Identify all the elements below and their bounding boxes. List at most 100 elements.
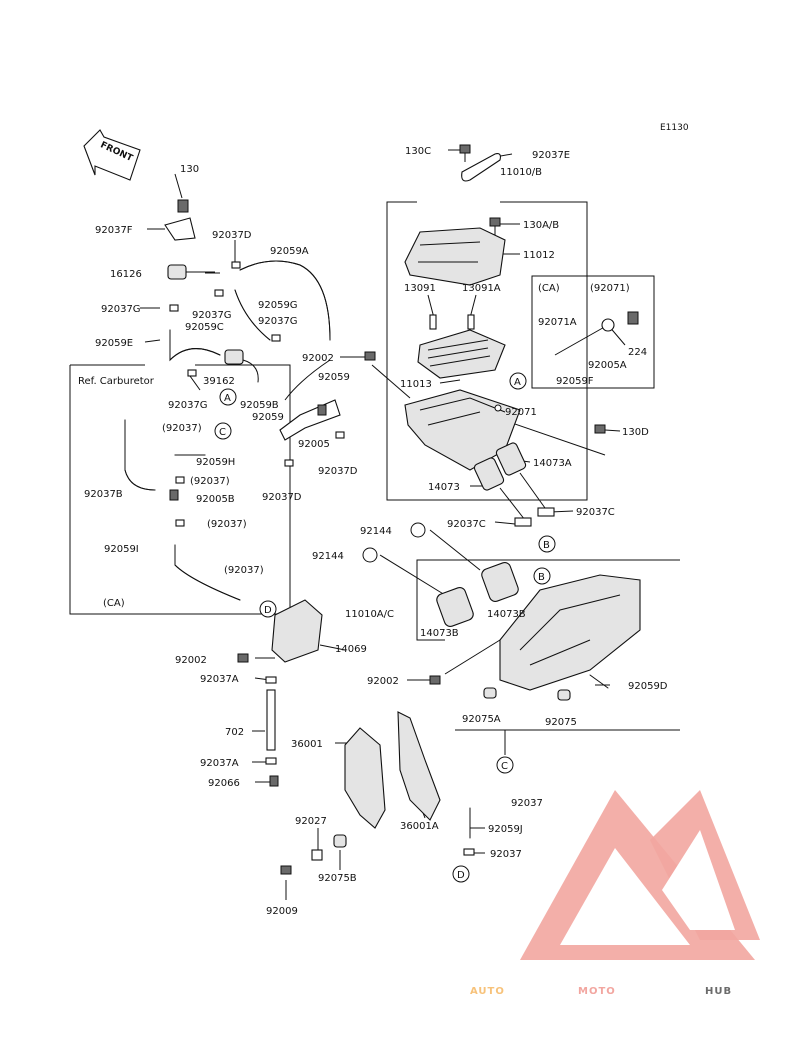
- label-92037g-d: 92037G: [168, 400, 208, 411]
- valve-92071a: [601, 318, 615, 332]
- label-36001: 36001: [291, 739, 323, 750]
- label-92037-p3: (92037): [207, 519, 247, 530]
- duct-14073: [473, 457, 505, 491]
- clip-92037g-c: [271, 334, 281, 342]
- label-92059d: 92059D: [628, 681, 668, 692]
- watermark-hub: HUB: [705, 986, 732, 997]
- label-14073b-a: 14073B: [487, 609, 526, 620]
- watermark-triangle-inner: [560, 848, 690, 945]
- air-cleaner-lower-bracket: [416, 559, 680, 641]
- label-92027: 92027: [295, 816, 327, 827]
- label-92037g-a: 92037G: [101, 304, 141, 315]
- clip-92037g-d: [187, 369, 197, 377]
- duct-14073a: [495, 442, 527, 476]
- marker-a-case: [509, 372, 527, 390]
- label-92037c-a: 92037C: [447, 519, 486, 530]
- reference-markers: A A B B C C D D: [214, 372, 556, 883]
- clamp-92037c-b: [537, 507, 555, 517]
- label-92037a-top: 92037A: [200, 674, 239, 685]
- bracket-14069: [271, 599, 323, 663]
- label-92037c-b: 92037C: [576, 507, 615, 518]
- fitting-92066: [269, 775, 279, 787]
- label-92059f: 92059F: [556, 376, 594, 387]
- part-labels: 130C 92037E 11010/B 130A/B 11012 13091 1…: [78, 146, 668, 917]
- label-92071: 92071: [505, 407, 537, 418]
- label-224: 224: [628, 347, 647, 358]
- duct-14073b-a: [481, 562, 519, 602]
- label-92005b: 92005B: [196, 494, 235, 505]
- label-14073b-b: 14073B: [420, 628, 459, 639]
- clip-92037-p2: [175, 476, 185, 484]
- clip-92037a-bottom: [265, 757, 277, 765]
- label-ca-inset: (CA): [538, 283, 560, 294]
- label-130ab: 130A/B: [523, 220, 559, 231]
- label-130c: 130C: [405, 146, 431, 157]
- marker-d-lower-label: D: [457, 870, 465, 881]
- label-92059g: 92059G: [258, 300, 298, 311]
- label-ca-ref: (CA): [103, 598, 125, 609]
- valve-16126: [167, 264, 187, 280]
- watermark-triangle-cut: [662, 830, 735, 930]
- label-92002-b: 92002: [175, 655, 207, 666]
- marker-c-lower-label: C: [501, 761, 508, 772]
- front-arrow-shape: [83, 129, 141, 181]
- grommet-92075b: [333, 834, 347, 848]
- label-11012: 11012: [523, 250, 555, 261]
- label-92037-lower: 92037: [490, 849, 522, 860]
- marker-a-case-label: A: [514, 377, 521, 388]
- clamp-92037c-a: [514, 517, 532, 527]
- label-92059-mid: 92059: [318, 372, 350, 383]
- bolt-130d: [594, 424, 606, 434]
- label-702: 702: [225, 727, 244, 738]
- label-13091: 13091: [404, 283, 436, 294]
- label-92059e: 92059E: [95, 338, 133, 349]
- bolt-92002-c: [429, 675, 441, 685]
- grommet-92075: [557, 689, 571, 701]
- marker-b-top-label: B: [543, 540, 550, 551]
- label-36001a: 36001A: [400, 821, 439, 832]
- air-cleaner-housing-lower: [499, 574, 641, 691]
- bolt-130: [177, 199, 189, 213]
- bolt-92009: [280, 865, 292, 875]
- label-92037-p2: (92037): [190, 476, 230, 487]
- clip-92037g-a: [169, 304, 179, 312]
- label-92037d-low: 92037D: [262, 492, 302, 503]
- clip-92037d-mid: [335, 431, 345, 439]
- clip-92037d-top: [231, 261, 241, 269]
- marker-c-ref-label: C: [219, 427, 226, 438]
- label-92002-a: 92002: [302, 353, 334, 364]
- marker-c-ref: [214, 422, 232, 440]
- label-92059j: 92059J: [488, 824, 523, 835]
- label-92071a: 92071A: [538, 317, 577, 328]
- tube-702: [266, 689, 276, 751]
- air-cleaner-upper-frame: [386, 201, 588, 501]
- label-14073a: 14073A: [533, 458, 572, 469]
- label-92144-a: 92144: [360, 526, 392, 537]
- label-ref-carburetor: Ref. Carburetor: [78, 376, 155, 387]
- label-92075: 92075: [545, 717, 577, 728]
- label-14069: 14069: [335, 644, 367, 655]
- washer-92071: [494, 404, 502, 412]
- marker-c-lower: [496, 756, 514, 774]
- bolt-92002-b: [237, 653, 249, 663]
- label-92059a: 92059A: [270, 246, 309, 257]
- marker-d-lower: [452, 865, 470, 883]
- hose-92059b: [279, 399, 341, 441]
- hose-92059-mid: [284, 359, 331, 401]
- label-92037d-top: 92037D: [212, 230, 252, 241]
- label-92071-paren: (92071): [590, 283, 630, 294]
- bolt-92002-a: [364, 351, 376, 361]
- bolt-130c: [459, 144, 471, 154]
- label-92144-b: 92144: [312, 551, 344, 562]
- label-39162: 39162: [203, 376, 235, 387]
- label-92066: 92066: [208, 778, 240, 789]
- watermark-moto: MOTO: [578, 986, 616, 997]
- marker-b-bottom: [533, 567, 551, 585]
- label-92037e: 92037E: [532, 150, 570, 161]
- air-cleaner-cover-11012: [404, 227, 506, 286]
- label-92059-b2: 92059: [252, 412, 284, 423]
- label-92037g-b: 92037G: [192, 310, 232, 321]
- clip-92037a-top: [265, 676, 277, 684]
- filter-element-11013: [417, 329, 506, 379]
